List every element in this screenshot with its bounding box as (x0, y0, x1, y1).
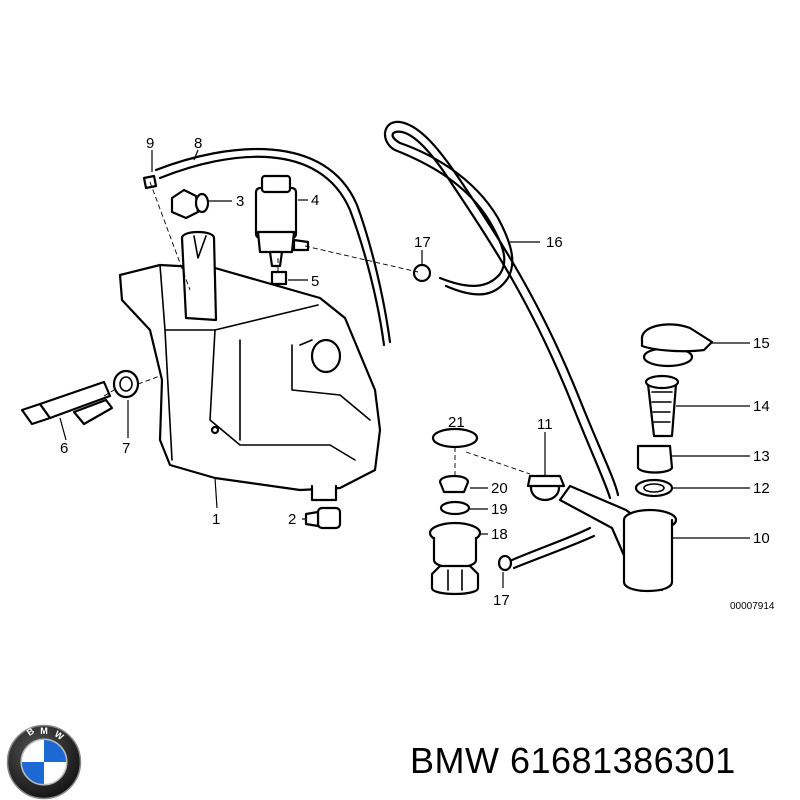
callout-7: 7 (122, 440, 130, 457)
callout-11: 11 (537, 416, 553, 433)
callout-5: 5 (311, 273, 319, 290)
washer-fluid-tank (118, 230, 382, 502)
filler-stack (428, 427, 482, 596)
callout-9: 9 (146, 135, 154, 152)
hose-16 (384, 120, 620, 497)
callout-8: 8 (194, 135, 202, 152)
callout-15: 15 (753, 335, 770, 352)
level-sensor (20, 380, 114, 426)
hose-clamp-11 (526, 474, 566, 502)
drawing-code: 00007914 (730, 601, 775, 612)
callout-2: 2 (288, 511, 296, 528)
callout-16: 16 (546, 234, 563, 251)
callout-19: 19 (491, 501, 508, 518)
bmw-roundel-icon: B M W (6, 724, 82, 800)
fitting-17a (412, 263, 432, 283)
callout-13: 13 (753, 448, 770, 465)
callout-10: 10 (753, 530, 770, 547)
callout-4: 4 (311, 192, 319, 209)
filler-neck-assembly (558, 323, 714, 592)
callout-21: 21 (448, 414, 465, 431)
washer-pump (254, 174, 310, 268)
callout-17-top: 17 (414, 234, 431, 251)
callout-3: 3 (236, 193, 244, 210)
hose-clip-3 (170, 188, 210, 220)
fitting-17b (497, 554, 513, 572)
callout-12: 12 (753, 480, 770, 497)
callout-18: 18 (491, 526, 508, 543)
part-number-caption: BMW 61681386301 (410, 740, 736, 781)
callout-14: 14 (753, 398, 770, 415)
hose-8 (158, 155, 386, 347)
pump-seal (270, 270, 288, 286)
callout-6: 6 (60, 440, 68, 457)
callout-1: 1 (212, 511, 220, 528)
drain-plug (304, 506, 342, 530)
callout-17-bottom: 17 (493, 592, 510, 609)
grommet-7 (112, 369, 140, 399)
svg-text:B: B (25, 726, 36, 738)
callout-20: 20 (491, 480, 508, 497)
svg-text:M: M (40, 726, 48, 736)
